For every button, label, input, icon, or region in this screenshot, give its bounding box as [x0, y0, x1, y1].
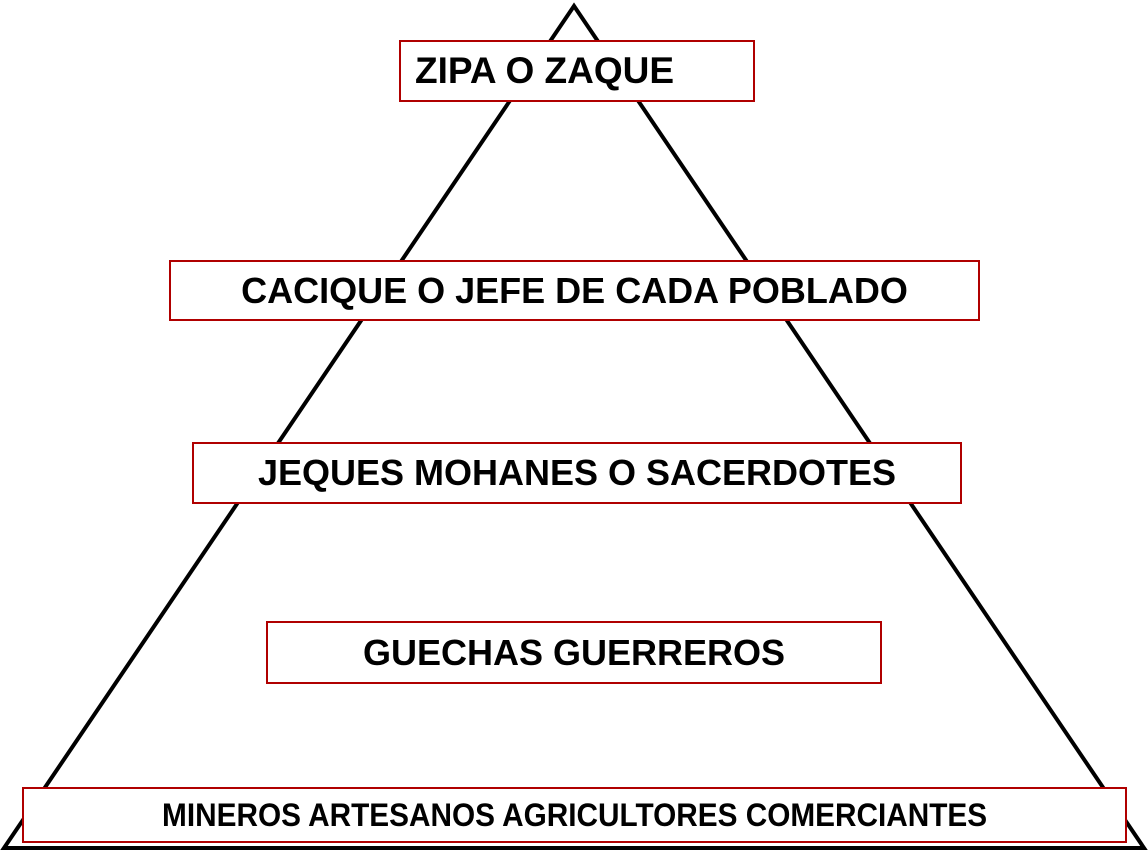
- level-5-box: MINEROS ARTESANOS AGRICULTORES COMERCIAN…: [22, 787, 1127, 843]
- level-4-box: GUECHAS GUERREROS: [266, 621, 882, 684]
- level-1-box: ZIPA O ZAQUE: [399, 40, 755, 102]
- level-2-box: CACIQUE O JEFE DE CADA POBLADO: [169, 260, 980, 321]
- level-1-label: ZIPA O ZAQUE: [415, 50, 674, 91]
- level-3-box: JEQUES MOHANES O SACERDOTES: [192, 442, 962, 504]
- level-4-label: GUECHAS GUERREROS: [362, 631, 786, 673]
- level-2-label: CACIQUE O JEFE DE CADA POBLADO: [241, 269, 908, 311]
- level-5-label: MINEROS ARTESANOS AGRICULTORES COMERCIAN…: [161, 796, 988, 833]
- level-3-label: JEQUES MOHANES O SACERDOTES: [257, 452, 897, 493]
